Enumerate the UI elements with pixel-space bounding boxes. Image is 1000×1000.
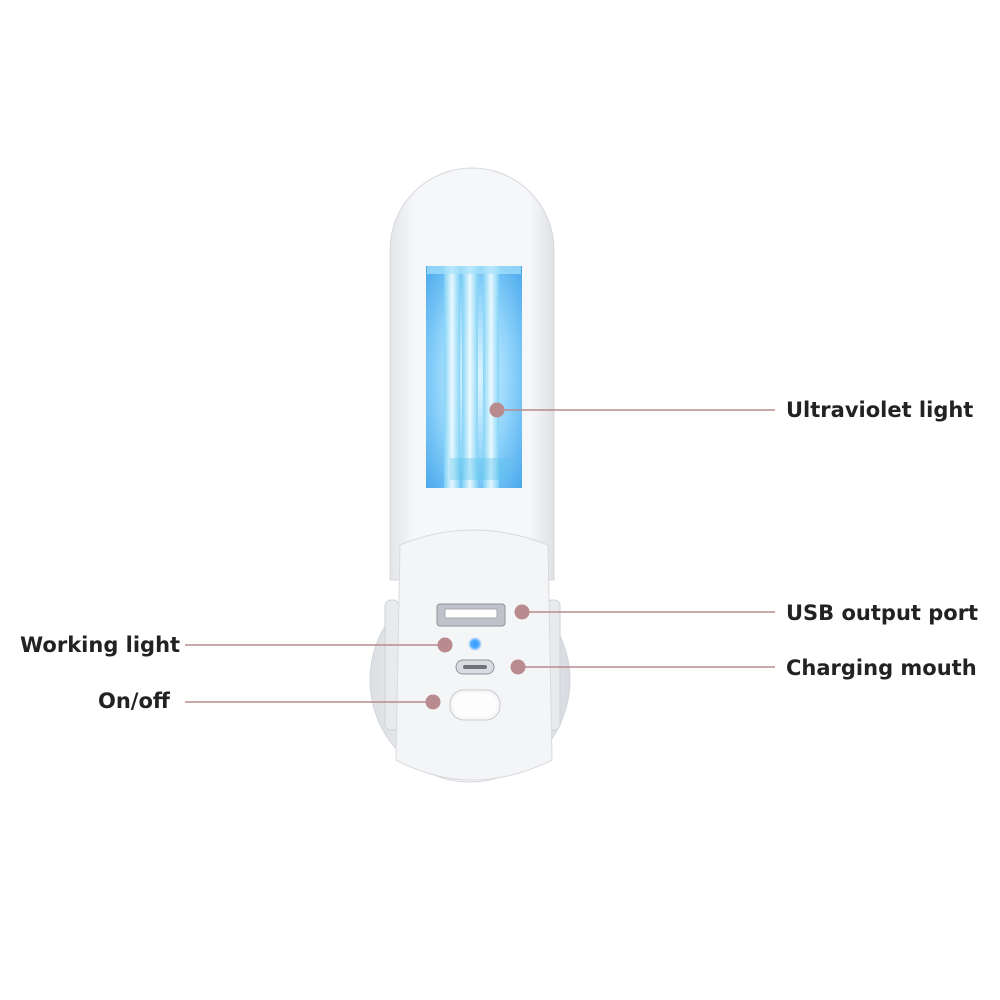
label-working-light: Working light (20, 633, 181, 657)
working-led (468, 637, 482, 651)
label-charging-mouth: Charging mouth (786, 656, 977, 680)
callout-dot-usb-output-port (514, 604, 530, 620)
callout-dot-on-off (425, 694, 441, 710)
label-ultraviolet-light: Ultraviolet light (786, 398, 974, 422)
usb-port (436, 603, 506, 627)
label-on-off: On/off (98, 689, 170, 713)
callout-dot-ultraviolet-light (489, 402, 505, 418)
uv-window (426, 266, 522, 488)
callout-lines (185, 409, 775, 703)
charging-port (455, 659, 495, 675)
callout-dots (425, 402, 530, 710)
power-button (449, 689, 501, 721)
callout-dot-working-light (437, 637, 453, 653)
label-usb-output-port: USB output port (786, 601, 979, 625)
callout-dot-charging-mouth (510, 659, 526, 675)
